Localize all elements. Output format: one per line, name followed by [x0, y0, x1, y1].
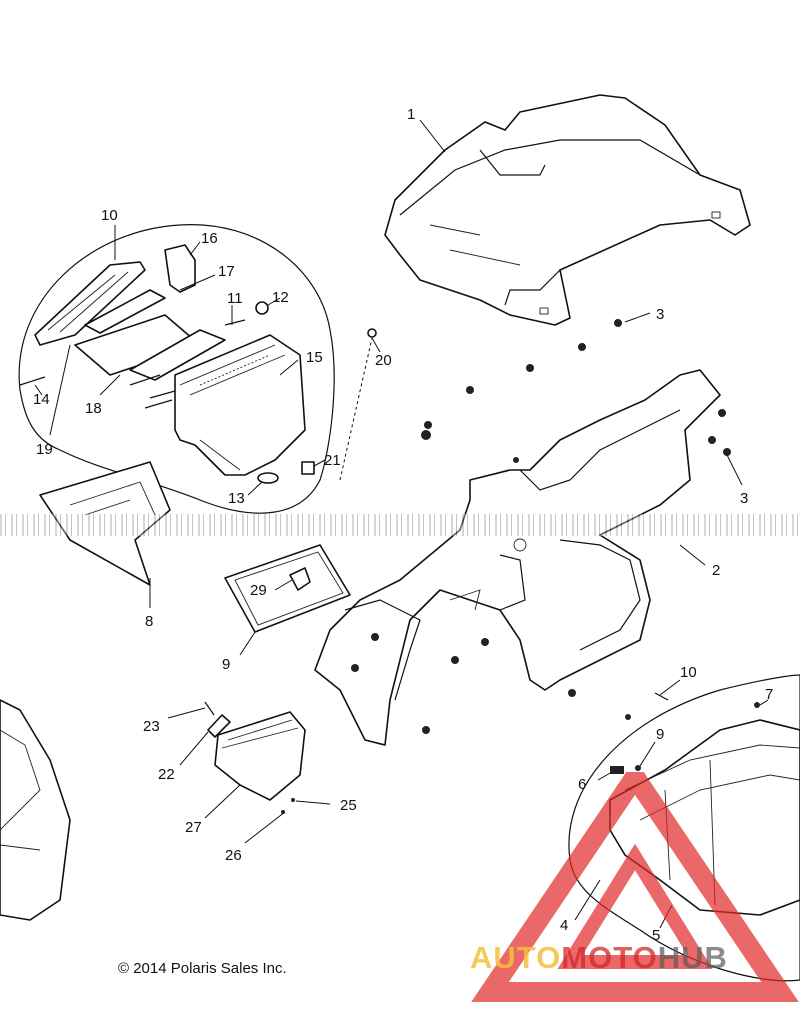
callout-27: 26 — [225, 847, 242, 864]
part-24-latch — [207, 714, 231, 738]
part-3-clips — [351, 319, 731, 734]
callout-7: 7 — [765, 686, 773, 703]
callout-29: 29 — [250, 582, 267, 599]
left-partial-part — [0, 699, 71, 921]
part-8-fastener — [635, 765, 641, 771]
part-17-glovebox — [174, 334, 306, 476]
callout-16: 14 — [33, 391, 50, 408]
callout-13: 11 — [227, 290, 243, 307]
part-5-storage-bin — [609, 719, 800, 916]
callout-10: 9 — [222, 656, 230, 673]
callout-2: 2 — [712, 562, 720, 579]
callout-24: 22 — [158, 766, 175, 783]
callout-18: 16 — [201, 230, 218, 247]
part-19-gasket — [84, 289, 166, 334]
callout-8: 9 — [656, 726, 664, 743]
part-10-mat — [224, 544, 351, 633]
part-12-lid — [34, 261, 146, 346]
callout-19: 17 — [218, 263, 235, 280]
part-28-box — [214, 711, 306, 801]
group-outline-12 — [18, 224, 335, 514]
callout-15: 13 — [228, 490, 245, 507]
part-26-dot — [291, 798, 295, 802]
watermark-part2: MOTO — [561, 940, 658, 975]
watermark-text: AUTOMOTOHUB — [470, 940, 728, 976]
part-25-screw — [204, 701, 215, 716]
watermark-part3: HUB — [657, 940, 728, 975]
leader-lines — [34, 119, 769, 929]
watermark-logo — [471, 772, 799, 1002]
part-14-knob — [255, 301, 269, 315]
part-16-screws — [19, 374, 176, 409]
callout-28: 27 — [185, 819, 202, 836]
copyright-notice: © 2014 Polaris Sales Inc. — [118, 960, 287, 977]
callout-12: 10 — [101, 207, 118, 224]
part-11-screw — [654, 692, 669, 701]
part-15-seal — [257, 472, 279, 484]
callout-9: 8 — [145, 613, 153, 630]
callout-labels: 1 3 3 2 10 16 17 11 12 15 20 14 18 19 21… — [33, 106, 773, 944]
watermark-part1: AUTO — [470, 940, 562, 975]
callout-25: 23 — [143, 718, 160, 735]
part-18-latch — [164, 244, 196, 293]
part-21-frame — [129, 329, 226, 381]
callout-6: 6 — [578, 776, 586, 793]
callout-14: 12 — [272, 289, 289, 306]
callout-3b: 3 — [740, 490, 748, 507]
callout-5: 5 — [652, 927, 660, 944]
callout-26: 25 — [340, 797, 357, 814]
part-23-clip — [301, 461, 315, 475]
callout-23: 21 — [324, 452, 341, 469]
callout-1: 1 — [407, 106, 415, 123]
scan-noise-band — [0, 514, 800, 536]
part-1-upper-panel — [384, 94, 751, 326]
callout-22: 20 — [375, 352, 392, 369]
part-22-screw — [367, 328, 377, 338]
part-6-bracket — [610, 766, 624, 774]
callout-3a: 3 — [656, 306, 664, 323]
part-29-latch — [289, 567, 311, 591]
callout-21: 19 — [36, 441, 53, 458]
part-13-pin — [224, 319, 246, 326]
callout-4: 4 — [560, 917, 568, 934]
callout-11: 10 — [680, 664, 697, 681]
callout-20: 18 — [85, 400, 102, 417]
part-9-tray — [39, 461, 171, 586]
part-2-lower-panel — [314, 369, 721, 746]
part-7-fastener — [754, 702, 760, 708]
callout-17: 15 — [306, 349, 323, 366]
